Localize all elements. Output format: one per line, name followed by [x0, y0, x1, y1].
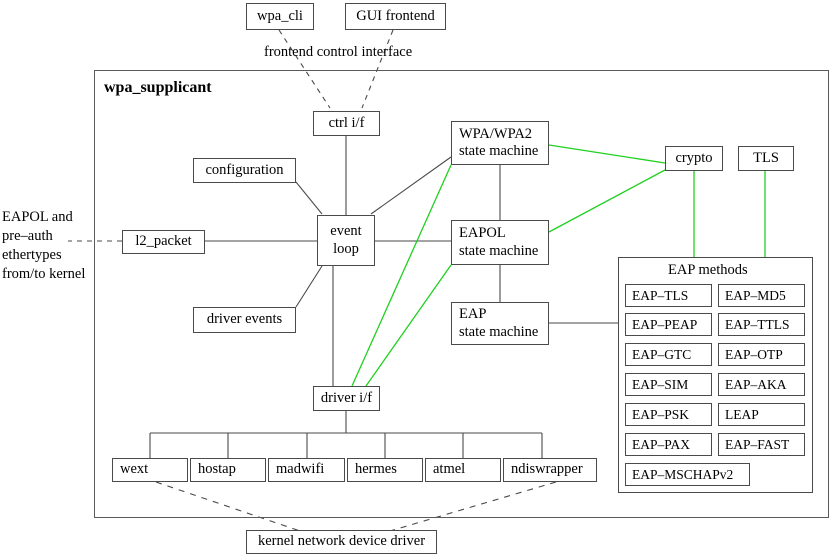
wire-wext-kerneldriver: [155, 481, 301, 532]
driver-box-hermes[interactable]: hermes: [347, 458, 423, 482]
node-driver-events-label: driver events: [206, 311, 283, 328]
node-gui-frontend[interactable]: GUI frontend: [345, 3, 446, 30]
eap-method-label: EAP–MSCHAPv2: [632, 466, 734, 482]
node-eapol-state-machine-label-1: EAPOL: [459, 225, 506, 242]
greenwire-driverif-eapolsm: [365, 264, 452, 387]
node-driver-if[interactable]: driver i/f: [313, 386, 380, 411]
wire-ndiswrapper-kerneldriver: [389, 481, 557, 532]
eap-method-item[interactable]: EAP–AKA: [718, 373, 805, 396]
eap-method-label: EAP–AKA: [725, 376, 787, 392]
driver-box-madwifi[interactable]: madwifi: [268, 458, 345, 482]
eap-method-item[interactable]: EAP–PAX: [625, 433, 712, 456]
eap-method-label: EAP–PAX: [632, 436, 691, 452]
node-driver-if-label: driver i/f: [320, 389, 373, 406]
driver-box-label: atmel: [433, 461, 466, 478]
eap-method-item[interactable]: EAP–TTLS: [718, 313, 805, 336]
driver-box-atmel[interactable]: atmel: [425, 458, 501, 482]
eap-method-item[interactable]: EAP–PEAP: [625, 313, 712, 336]
wire-eventloop-wpasm: [370, 156, 452, 215]
driver-box-hostap[interactable]: hostap: [190, 458, 266, 482]
node-driver-events[interactable]: driver events: [193, 307, 296, 333]
node-wpa-state-machine-label-2: state machine: [459, 143, 539, 159]
node-event-loop[interactable]: event loop: [317, 215, 375, 266]
eap-method-item[interactable]: LEAP: [718, 403, 805, 426]
eap-method-label: LEAP: [725, 406, 759, 422]
driver-box-label: ndiswrapper: [511, 461, 583, 478]
greenwire-wpasm-crypto: [548, 144, 666, 164]
node-gui-frontend-label: GUI frontend: [356, 7, 435, 24]
eap-method-item[interactable]: EAP–MD5: [718, 284, 805, 307]
node-eapol-state-machine-label-2: state machine: [459, 242, 539, 259]
wpa-supplicant-container: [94, 70, 829, 518]
driver-box-wext[interactable]: wext: [112, 458, 188, 482]
node-configuration-label: configuration: [205, 161, 284, 178]
container-title: wpa_supplicant: [104, 79, 212, 96]
wire-configuration-eventloop: [295, 181, 323, 215]
eap-method-item[interactable]: EAP–OTP: [718, 343, 805, 366]
eap-method-label: EAP–OTP: [725, 346, 783, 362]
driver-box-label: madwifi: [276, 461, 325, 478]
node-ctrl-if-label: ctrl i/f: [328, 114, 365, 131]
eapol-side-label-line2: pre–auth: [2, 228, 53, 245]
wire-gui-ctrlif: [361, 29, 394, 109]
node-event-loop-label-2: loop: [333, 240, 359, 257]
wire-driverevents-eventloop: [295, 265, 323, 308]
eap-method-item[interactable]: EAP–PSK: [625, 403, 712, 426]
node-crypto-label: crypto: [675, 149, 713, 166]
node-wpa-state-machine[interactable]: WPA/WPA2 state machine: [451, 121, 549, 165]
node-configuration[interactable]: configuration: [193, 158, 296, 183]
eap-method-label: EAP–MD5: [725, 287, 786, 303]
driver-box-label: hostap: [198, 461, 236, 478]
driver-box-label: wext: [120, 461, 149, 478]
eap-method-label: EAP–TLS: [632, 287, 689, 303]
eapol-side-label-line3: ethertypes: [2, 247, 62, 264]
node-tls[interactable]: TLS: [738, 146, 794, 171]
node-wpa-cli[interactable]: wpa_cli: [246, 3, 314, 30]
node-eap-state-machine[interactable]: EAP state machine: [451, 302, 549, 345]
eap-method-item[interactable]: EAP–FAST: [718, 433, 805, 456]
greenwire-eapolsm-crypto: [548, 169, 666, 233]
node-eapol-state-machine[interactable]: EAPOL state machine: [451, 220, 549, 265]
frontend-control-interface-label: frontend control interface: [264, 44, 413, 60]
eap-method-item[interactable]: EAP–MSCHAPv2: [625, 463, 750, 486]
node-eap-state-machine-label-1: EAP: [459, 306, 487, 323]
driver-box-label: hermes: [355, 461, 397, 478]
eapol-side-label-line1: EAPOL and: [2, 209, 73, 225]
eap-method-label: EAP–SIM: [632, 376, 689, 392]
node-tls-label: TLS: [753, 149, 779, 166]
eap-method-label: EAP–GTC: [632, 346, 692, 362]
eap-method-item[interactable]: EAP–TLS: [625, 284, 712, 307]
node-l2-packet-label: l2_packet: [135, 233, 192, 250]
node-wpa-state-machine-label-1: WPA/WPA2: [459, 125, 533, 142]
eapol-side-label-line4: from/to kernel: [2, 266, 86, 283]
node-wpa-cli-label: wpa_cli: [257, 7, 303, 24]
node-ctrl-if[interactable]: ctrl i/f: [313, 111, 380, 136]
eap-method-label: EAP–TTLS: [725, 316, 790, 332]
eap-method-label: EAP–FAST: [725, 436, 790, 452]
node-event-loop-label-1: event: [330, 223, 362, 240]
node-crypto[interactable]: crypto: [665, 146, 723, 171]
node-kernel-network-device-driver-label: kernel network device driver: [257, 533, 426, 550]
eap-method-label: EAP–PEAP: [632, 316, 698, 332]
eap-methods-header: EAP methods: [668, 262, 748, 278]
node-l2-packet[interactable]: l2_packet: [122, 230, 205, 254]
driver-box-ndiswrapper[interactable]: ndiswrapper: [503, 458, 597, 482]
greenwire-driverif-wpasm: [351, 164, 452, 387]
node-eap-state-machine-label-2: state machine: [459, 323, 539, 340]
eap-method-label: EAP–PSK: [632, 406, 690, 422]
eap-method-item[interactable]: EAP–SIM: [625, 373, 712, 396]
eap-method-item[interactable]: EAP–GTC: [625, 343, 712, 366]
node-kernel-network-device-driver[interactable]: kernel network device driver: [246, 530, 437, 554]
eapol-side-label: EAPOL and pre–auth ethertypes from/to ke…: [2, 208, 85, 285]
